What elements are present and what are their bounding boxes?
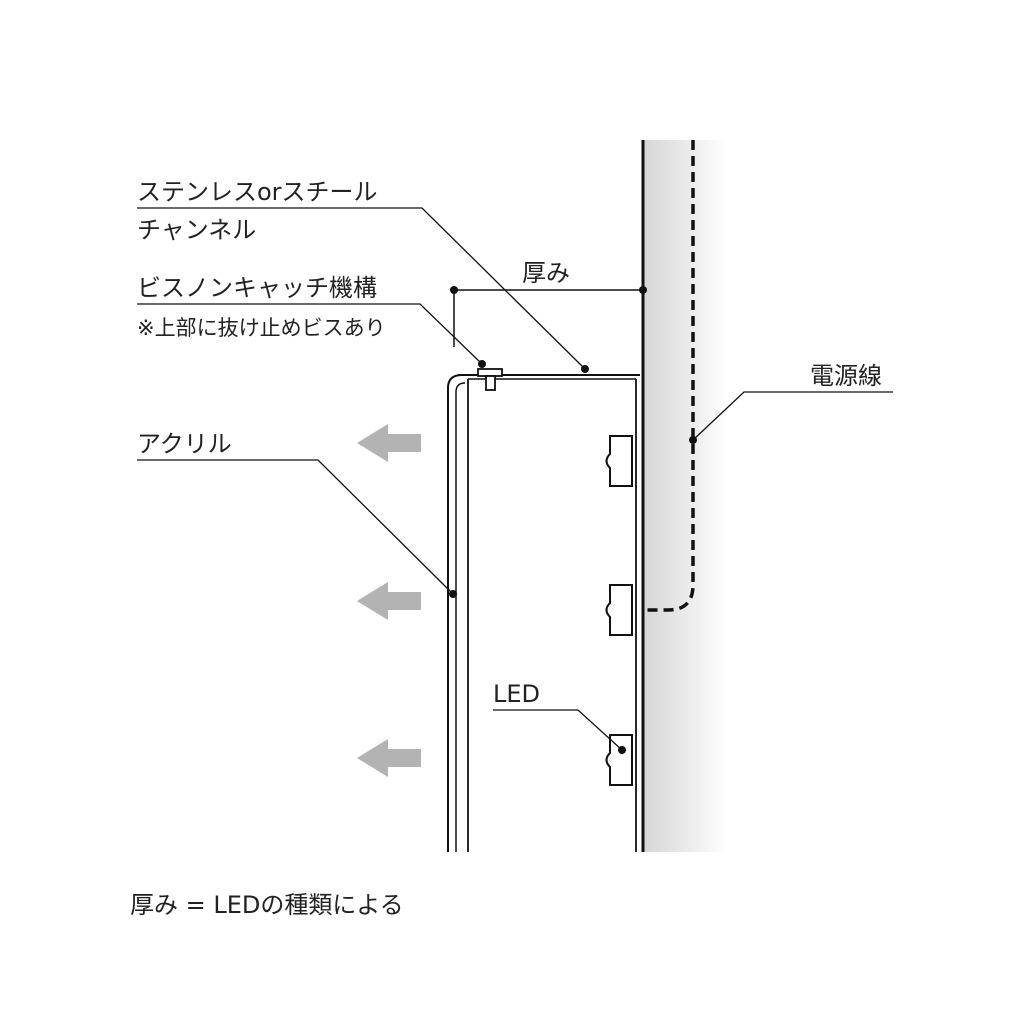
led-module	[605, 435, 633, 487]
led-label: LED	[493, 680, 540, 708]
screw-label-line2: ※上部に抜け止めビスあり	[137, 316, 386, 340]
acrylic-panel-inner	[455, 382, 466, 852]
led-module	[605, 584, 633, 636]
acrylic-leader	[137, 459, 454, 595]
thickness-label: 厚み	[522, 259, 570, 287]
channel-label-line2: チャンネル	[137, 216, 256, 244]
screw-label-line1: ビスノンキャッチ機構	[137, 274, 377, 302]
acrylic-panel	[447, 374, 463, 852]
led-module	[605, 734, 633, 786]
led-modules	[605, 435, 633, 786]
thickness-dimension	[450, 286, 647, 347]
light-arrows	[357, 424, 421, 777]
wall	[641, 140, 728, 852]
power-cable-label: 電源線	[810, 362, 882, 390]
power-cable	[645, 140, 695, 612]
acrylic-label: アクリル	[137, 430, 232, 458]
screw-head	[477, 368, 503, 377]
channel-box	[447, 368, 640, 852]
screw-shaft	[485, 375, 496, 391]
leader-lines	[137, 207, 893, 754]
power-cable-leader	[692, 391, 893, 441]
screw-leader	[137, 303, 483, 365]
channel-label-line1: ステンレスorスチール	[137, 178, 378, 206]
channel-leader	[137, 207, 586, 370]
led-leader	[493, 709, 623, 751]
footnote: 厚み = LEDの種類による	[130, 891, 404, 919]
left-arrow-icon	[357, 582, 421, 620]
wall-shading	[643, 140, 728, 852]
left-arrow-icon	[357, 424, 421, 462]
left-arrow-icon	[357, 739, 421, 777]
